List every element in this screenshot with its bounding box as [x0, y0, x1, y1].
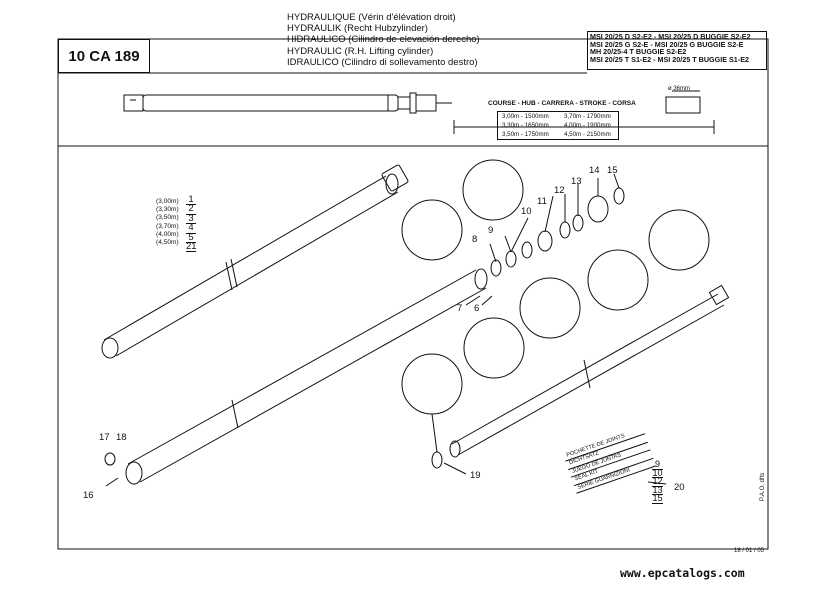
stroke-cell: 3,00m - 1500mm — [502, 113, 549, 120]
size-item: (4,00m) — [156, 230, 179, 238]
stroke-cell: 3,30m - 1650mm — [502, 122, 549, 129]
size-ref[interactable]: 4 — [186, 223, 196, 234]
callout-8[interactable]: 8 — [472, 234, 478, 245]
model-list: MSI 20/25 D S2-E2 - MSI 20/25 D BUGGIE S… — [587, 31, 767, 70]
rod-diameter-label: ø 36mm — [668, 86, 691, 92]
pao-label: P.A.O. dfts — [760, 472, 766, 501]
callout-12[interactable]: 12 — [554, 185, 565, 196]
size-ref[interactable]: 1 — [186, 195, 196, 206]
size-list: (3,00m) (3,30m) (3,50m) (3,70m) (4,00m) … — [156, 198, 179, 247]
seal-kit-ref[interactable]: 15 — [652, 493, 663, 504]
callout-19[interactable]: 19 — [470, 470, 481, 481]
catalog-code: 10 CA 189 — [58, 39, 150, 73]
size-item: (3,30m) — [156, 206, 179, 214]
drawing-frame — [57, 38, 769, 550]
callout-6[interactable]: 6 — [474, 303, 480, 314]
model-line: MSI 20/25 D S2-E2 - MSI 20/25 D BUGGIE S… — [590, 32, 751, 41]
assembled-cylinder-top — [123, 92, 452, 114]
seal-kit-ref[interactable]: 13 — [652, 484, 663, 496]
stroke-table: 3,00m - 1500mm 3,70m - 1790mm 3,30m - 16… — [497, 111, 619, 140]
title-en: HYDRAULIC (R.H. Lifting cylinder) — [287, 45, 434, 57]
model-line: MSI 20/25 T S1-E2 - MSI 20/25 T BUGGIE S… — [590, 55, 749, 65]
page-titles: HYDRAULIQUE (Vérin d'élévation droit) HY… — [287, 12, 480, 68]
cylinder-barrel-left — [101, 164, 409, 359]
stroke-cell: 4,50m - 2150mm — [564, 131, 611, 138]
size-item: (3,70m) — [156, 222, 179, 230]
seal-rings — [104, 187, 625, 469]
detail-circles — [401, 159, 710, 415]
title-es: HIDRAULICO (Cilindro de elevación derech… — [287, 34, 480, 46]
piston-rod-right — [449, 284, 730, 458]
seal-kit-ref[interactable]: 10 — [652, 467, 663, 479]
callout-20[interactable]: 20 — [674, 482, 685, 493]
seal-kit-refs: 9 10 12 13 15 — [652, 460, 663, 504]
callout-15[interactable]: 15 — [607, 165, 618, 176]
callout-16[interactable]: 16 — [83, 490, 94, 501]
callout-17[interactable]: 17 — [99, 432, 110, 443]
revision-date: 18 / 01 / 05 — [734, 548, 765, 554]
size-ref[interactable]: 3 — [186, 213, 196, 225]
callout-13[interactable]: 13 — [571, 176, 582, 187]
size-item: (3,50m) — [156, 214, 179, 222]
rod-end-detail — [665, 96, 701, 114]
model-line: MSI 20/25 G S2-E - MSI 20/25 G BUGGIE S2… — [590, 39, 744, 49]
stroke-title: COURSE - HUB - CARRERA - STROKE - CORSA — [488, 100, 636, 107]
size-item: (4,50m) — [156, 239, 179, 247]
callout-18[interactable]: 18 — [116, 432, 127, 443]
seal-kit-ref[interactable]: 9 — [652, 460, 663, 470]
callout-11[interactable]: 11 — [537, 196, 547, 207]
callout-14[interactable]: 14 — [589, 165, 600, 176]
stroke-cell: 4,00m - 1900mm — [564, 122, 611, 129]
size-ref[interactable]: 21 — [186, 241, 197, 253]
title-de: HYDRAULIK (Recht Hubzylinder) — [287, 23, 428, 35]
title-fr: HYDRAULIQUE (Vérin d'élévation droit) — [287, 12, 456, 23]
leader-lines — [105, 173, 667, 487]
stroke-cell: 3,50m - 1750mm — [502, 131, 549, 138]
size-refs: 1 2 3 4 5 21 — [186, 195, 197, 253]
seal-kit-ref[interactable]: 12 — [652, 476, 663, 487]
title-it: IDRAULICO (Cilindro di sollevamento dest… — [287, 56, 478, 68]
callout-10[interactable]: 10 — [521, 206, 532, 217]
stroke-cell: 3,70m - 1790mm — [564, 113, 611, 120]
size-ref[interactable]: 2 — [186, 204, 196, 215]
website-link[interactable]: www.epcatalogs.com — [620, 566, 745, 580]
model-line: MH 20/25-4 T BUGGIE S2-E2 — [590, 47, 687, 57]
callout-9[interactable]: 9 — [488, 225, 494, 236]
size-ref[interactable]: 5 — [186, 232, 196, 244]
callout-7[interactable]: 7 — [457, 303, 463, 314]
size-item: (3,00m) — [156, 198, 179, 205]
cylinder-barrel-middle — [125, 268, 488, 485]
